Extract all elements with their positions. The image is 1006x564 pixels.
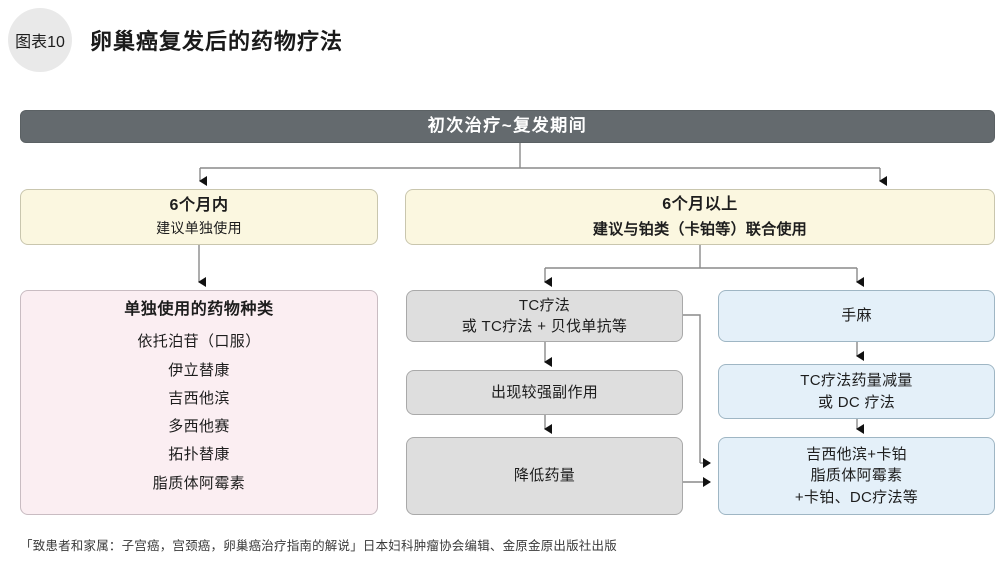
monotherapy-item: 吉西他滨 xyxy=(168,389,230,407)
node-hand-numbness-label: 手麻 xyxy=(841,307,872,325)
node-hand-numbness[interactable]: 手麻 xyxy=(718,290,995,342)
node-combination-regimens[interactable]: 吉西他滨+卡铂 脂质体阿霉素 +卡铂、DC疗法等 xyxy=(718,437,995,515)
monotherapy-item: 多西他赛 xyxy=(168,418,230,436)
node-over-6-months-subtitle: 建议与铂类（卡铂等）联合使用 xyxy=(592,220,808,238)
node-reduce-dose[interactable]: 降低药量 xyxy=(406,437,683,515)
node-strong-side-effects[interactable]: 出现较强副作用 xyxy=(406,370,683,415)
node-tc-therapy-line2: 或 TC疗法 + 贝伐单抗等 xyxy=(461,318,628,335)
monotherapy-item: 依托泊苷（口服） xyxy=(137,333,261,351)
source-footnote: 「致患者和家属：子宫癌，宫颈癌，卵巢癌治疗指南的解说」日本妇科肿瘤协会编辑、金原… xyxy=(20,539,617,553)
figure-number-label: 图表10 xyxy=(15,34,65,51)
node-monotherapy-drug-list[interactable]: 单独使用的药物种类 依托泊苷（口服） 伊立替康 吉西他滨 多西他赛 拓扑替康 脂… xyxy=(20,290,378,515)
monotherapy-item: 伊立替康 xyxy=(168,361,230,379)
node-tc-therapy-line1: TC疗法 xyxy=(518,296,571,314)
node-tc-dose-reduction-line2: 或 DC 疗法 xyxy=(817,393,896,411)
node-within-6-months-title: 6个月内 xyxy=(169,196,229,214)
figure-number-badge: 图表10 xyxy=(8,8,72,72)
node-combination-regimens-line1: 吉西他滨+卡铂 xyxy=(806,446,907,464)
monotherapy-item: 脂质体阿霉素 xyxy=(152,474,246,492)
node-within-6-months-subtitle: 建议单独使用 xyxy=(156,220,242,237)
node-tc-dose-reduction[interactable]: TC疗法药量减量 或 DC 疗法 xyxy=(718,364,995,419)
header: 图表10 卵巢癌复发后的药物疗法 xyxy=(0,0,1006,86)
node-combination-regimens-line2: 脂质体阿霉素 xyxy=(810,467,903,485)
node-tc-dose-reduction-line1: TC疗法药量减量 xyxy=(800,372,913,390)
node-strong-side-effects-label: 出现较强副作用 xyxy=(490,383,599,401)
monotherapy-heading: 单独使用的药物种类 xyxy=(124,301,274,318)
node-initial-treatment-to-recurrence[interactable]: 初次治疗~复发期间 xyxy=(20,110,995,143)
node-over-6-months-title: 6个月以上 xyxy=(662,195,738,213)
node-within-6-months[interactable]: 6个月内 建议单独使用 xyxy=(20,189,378,245)
node-root-label: 初次治疗~复发期间 xyxy=(427,116,588,136)
node-tc-therapy[interactable]: TC疗法 或 TC疗法 + 贝伐单抗等 xyxy=(406,290,683,342)
node-combination-regimens-line3: +卡铂、DC疗法等 xyxy=(794,488,919,506)
node-reduce-dose-label: 降低药量 xyxy=(513,467,576,485)
monotherapy-item: 拓扑替康 xyxy=(168,446,230,464)
node-over-6-months[interactable]: 6个月以上 建议与铂类（卡铂等）联合使用 xyxy=(405,189,995,245)
page-title: 卵巢癌复发后的药物疗法 xyxy=(90,29,344,54)
